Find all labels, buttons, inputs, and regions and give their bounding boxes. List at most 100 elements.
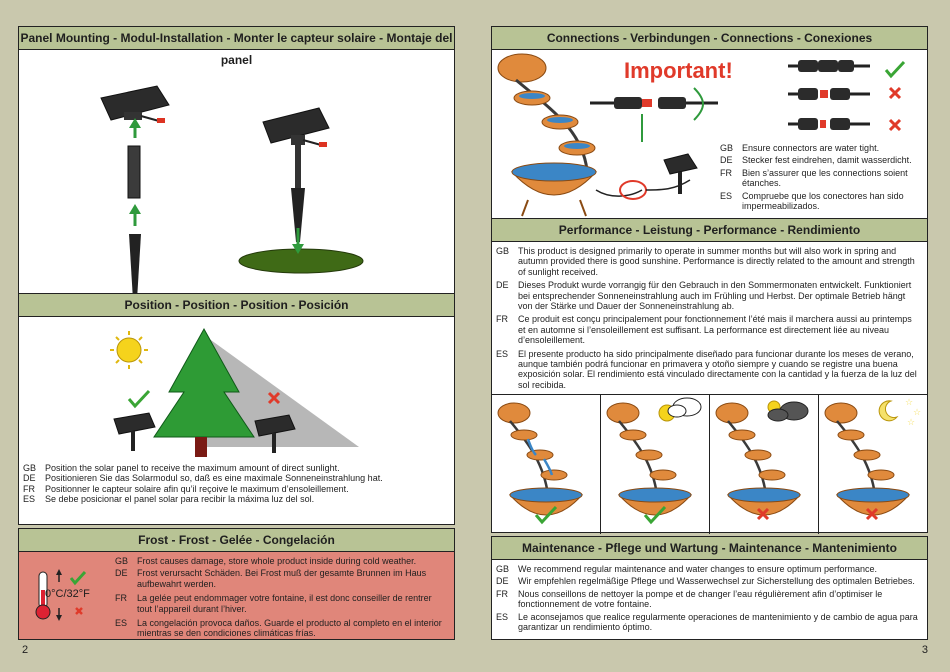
svg-text:☆: ☆	[907, 418, 915, 428]
cross-icon	[756, 507, 770, 521]
row-text: La gelée peut endommager votre fontaine,…	[137, 593, 432, 614]
arrow-down-icon	[56, 608, 62, 621]
left-page: Panel Mounting - Modul-Installation - Mo…	[18, 26, 455, 656]
text-row: DE Frost verursacht Schäden. Bei Frost mu…	[115, 568, 448, 589]
lang-code: ES	[496, 348, 509, 359]
dark-cloud-icon	[767, 401, 809, 422]
text-row: GB This product is designed primarily to …	[496, 246, 921, 277]
connections-title: Connections - Verbindungen - Connections…	[492, 27, 927, 50]
maintenance-text: GB We recommend regular maintenance and w…	[492, 560, 927, 632]
cross-icon	[75, 607, 83, 615]
weather-panel-partly-cloudy	[601, 395, 710, 534]
thermometer-icon	[35, 571, 51, 620]
mounting-section: Panel Mounting - Modul-Installation - Mo…	[18, 26, 455, 294]
row-text: Frost verursacht Schäden. Bei Frost muß …	[137, 568, 427, 589]
row-text: Positionner le capteur solaire afin qu’i…	[45, 483, 349, 494]
performance-title: Performance - Leistung - Performance - R…	[492, 219, 927, 242]
check-icon	[69, 570, 87, 586]
lang-code: DE	[23, 473, 36, 484]
connector-bad-1	[788, 86, 902, 100]
text-row: GB Ensure connectors are water tight.	[720, 143, 920, 153]
connector-highlight	[619, 180, 647, 200]
check-icon	[534, 505, 558, 525]
row-text: Positionieren Sie das Solarmodul so, daß…	[45, 473, 383, 484]
cross-icon	[865, 507, 879, 521]
row-text: We recommend regular maintenance and wat…	[518, 564, 878, 574]
arrow-up-icon	[56, 569, 62, 582]
text-row: ES La congelación provoca daños. Guarde e…	[115, 618, 448, 639]
row-text: Dieses Produkt wurde vorrangig für den G…	[518, 280, 912, 312]
page-number-right: 3	[921, 644, 928, 656]
row-text: Ensure connectors are water tight.	[742, 143, 880, 153]
cross-icon	[888, 118, 902, 132]
weather-panel-cloudy	[710, 395, 819, 534]
maintenance-title: Maintenance - Pflege und Wartung - Maint…	[492, 537, 927, 560]
fountain-icon	[824, 402, 911, 516]
row-text: Bien s’assurer que les connections soien…	[742, 167, 908, 189]
lang-code: GB	[496, 246, 510, 256]
connections-section: Connections - Verbindungen - Connections…	[491, 26, 928, 220]
solar-panel-sun	[113, 412, 156, 451]
row-text: Position the solar panel to receive the …	[45, 463, 340, 473]
lang-code: FR	[720, 167, 732, 178]
lang-code: FR	[496, 588, 508, 599]
connector-bad-2	[788, 118, 902, 132]
lang-code: DE	[496, 576, 509, 587]
connections-illustration: Important!	[497, 53, 906, 217]
row-text: La congelación provoca daños. Guarde el …	[137, 618, 442, 639]
text-row: DE Dieses Produkt wurde vorrangig für den…	[496, 280, 921, 311]
lang-code: FR	[23, 483, 35, 494]
lang-code: ES	[115, 618, 128, 629]
arrow-up-icon	[129, 204, 141, 226]
lang-code: ES	[496, 611, 509, 622]
weather-panel-sun	[492, 395, 601, 534]
thermo-label: 0°C/32°F	[45, 588, 90, 600]
performance-text: GB This product is designed primarily to …	[492, 242, 927, 394]
shadow-area	[204, 335, 359, 447]
moon-icon	[878, 400, 899, 422]
row-text: Compruebe que los conectores han sido im…	[742, 190, 904, 212]
mounting-illustration	[100, 85, 364, 293]
lang-code: GB	[720, 143, 734, 153]
connections-text: GB Ensure connectors are water tight. DE S…	[720, 143, 920, 211]
cloud-icon	[667, 397, 702, 418]
fountain-icon	[497, 402, 584, 516]
check-icon	[643, 505, 667, 525]
lang-code: GB	[496, 564, 510, 574]
solar-panel-shade	[254, 414, 296, 453]
row-text: Frost causes damage, store whole product…	[137, 556, 417, 566]
lang-code: DE	[115, 568, 128, 579]
solar-panel-left	[100, 85, 170, 123]
text-row: FR Positionner le capteur solaire afin qu…	[23, 484, 450, 494]
check-icon	[884, 60, 906, 79]
text-row: DE Stecker fest eindrehen, damit wasserdi…	[720, 155, 920, 165]
cross-icon	[267, 391, 281, 405]
page-number-left: 2	[22, 644, 29, 656]
lang-code: FR	[496, 314, 508, 325]
thermometer-graphic: 0°C/32°F	[19, 552, 111, 638]
text-row: DE Positionieren Sie das Solarmodul so, d…	[23, 473, 450, 483]
text-row: FR Bien s’assurer que les connections soi…	[720, 168, 920, 189]
svg-text:☆: ☆	[905, 398, 913, 408]
lang-code: DE	[496, 280, 509, 291]
lang-code: DE	[720, 155, 733, 166]
lang-code: ES	[23, 494, 36, 505]
row-text: Se debe posicionar el panel solar para r…	[45, 494, 315, 505]
cross-icon	[888, 86, 902, 100]
weather-panel-night: ☆☆☆	[819, 395, 927, 534]
arrow-down-icon	[292, 228, 304, 254]
row-text: This product is designed primarily to op…	[518, 246, 915, 277]
lawn-patch	[238, 248, 364, 274]
right-page: Connections - Verbindungen - Connections…	[475, 0, 950, 672]
performance-section: Performance - Leistung - Performance - R…	[491, 218, 928, 534]
row-text: Stecker fest eindrehen, damit wasserdich…	[742, 155, 912, 166]
text-row: ES Se debe posicionar el panel solar para…	[23, 494, 450, 504]
